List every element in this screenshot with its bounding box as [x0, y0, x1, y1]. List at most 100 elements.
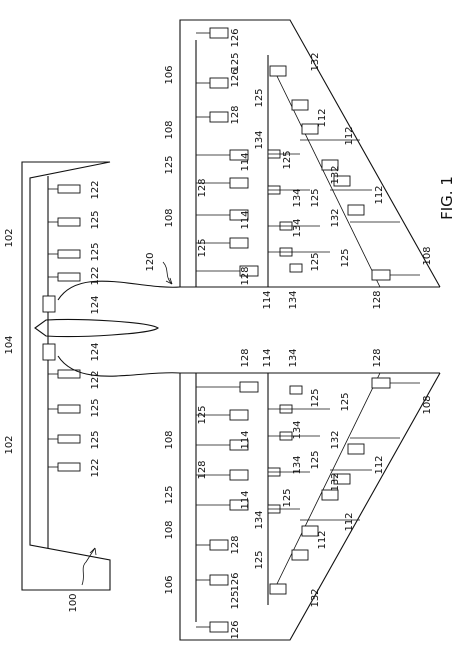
label-134-l3: 134: [292, 455, 303, 474]
actuator-box-132: [269, 583, 287, 595]
label-134-u1: 134: [288, 290, 299, 309]
fuselage-lower-curve: [57, 355, 440, 377]
tail-box: [57, 272, 81, 282]
label-125-l5: 125: [254, 550, 265, 569]
label-108-u1: 108: [164, 120, 175, 139]
label-128-u3: 128: [240, 266, 251, 285]
label-114-u1: 114: [240, 152, 251, 171]
tail-section: 102 102 104 122 125 125 122 124 124 122 …: [4, 161, 440, 591]
label-112-u2: 112: [344, 126, 355, 145]
label-108-l2: 108: [164, 430, 175, 449]
label-102-bottom: 102: [4, 435, 15, 454]
label-134-l1: 134: [288, 348, 299, 367]
label-125-u8: 125: [310, 252, 321, 271]
label-125-a: 125: [90, 210, 101, 229]
upper-wing: 106 108 125 108 125 126 125 126 128 128 …: [164, 19, 441, 310]
label-125-l4: 125: [282, 488, 293, 507]
ref-120-arrow: [162, 261, 173, 285]
label-128-l2: 128: [372, 348, 383, 367]
figure-number: 100: [68, 593, 79, 612]
ecu-box: [229, 469, 249, 481]
label-125-c: 125: [90, 398, 101, 417]
label-125-u5: 125: [254, 88, 265, 107]
label-126-u2: 126: [230, 68, 241, 87]
ecu-box: [229, 409, 249, 421]
tail-node-124b: [42, 343, 56, 361]
label-132-l2: 132: [330, 472, 341, 491]
ecu-box-126: [209, 27, 229, 39]
actuator-box: [333, 175, 351, 187]
label-122-b: 122: [90, 266, 101, 285]
label-125-l1: 125: [340, 392, 351, 411]
label-102-top: 102: [4, 228, 15, 247]
label-134-l4: 134: [254, 510, 265, 529]
label-106-u: 106: [164, 65, 175, 84]
label-122-c: 122: [90, 370, 101, 389]
label-132-l1: 132: [330, 430, 341, 449]
label-128-l3: 128: [197, 460, 208, 479]
label-125-d: 125: [90, 430, 101, 449]
label-114-l1: 114: [262, 348, 273, 367]
label-114-l3: 114: [240, 490, 251, 509]
label-125-u1: 125: [164, 155, 175, 174]
label-104: 104: [4, 335, 15, 354]
label-125-u6: 125: [282, 150, 293, 169]
label-126-l2: 126: [230, 620, 241, 639]
label-134-u3: 134: [292, 188, 303, 207]
label-125-l2: 125: [310, 388, 321, 407]
label-128-l1: 128: [240, 348, 251, 367]
label-114-u3: 114: [262, 290, 273, 309]
actuator-box: [347, 204, 365, 216]
ecu-box: [209, 574, 229, 586]
ecu-box-128: [239, 381, 259, 393]
label-128-l4: 128: [230, 535, 241, 554]
label-108-l1: 108: [422, 395, 433, 414]
actuator-box: [321, 489, 339, 501]
ecu-box: [209, 77, 229, 89]
label-128-u2: 128: [197, 178, 208, 197]
label-134-u4: 134: [292, 218, 303, 237]
lower-wing-outline: [179, 372, 441, 641]
label-125-u2: 125: [197, 238, 208, 257]
tail-box: [57, 249, 81, 259]
tail-outline: [21, 161, 111, 591]
label-126-l1: 126: [230, 572, 241, 591]
ref-100-arrow: [81, 547, 96, 586]
label-132-u1: 132: [310, 52, 321, 71]
label-114-u2: 114: [240, 210, 251, 229]
label-125-l8: 125: [230, 590, 241, 609]
label-134-l2: 134: [292, 420, 303, 439]
sensor-box-134: [289, 263, 303, 273]
upper-wing-outline: [179, 19, 441, 288]
label-132-l3: 132: [310, 588, 321, 607]
label-125-u3: 125: [230, 52, 241, 71]
label-122-a: 122: [90, 180, 101, 199]
label-134-u2: 134: [254, 130, 265, 149]
label-108-u3: 108: [422, 246, 433, 265]
figure-title: FIG. 1: [438, 176, 456, 220]
ref-100-arrowhead: [89, 547, 97, 556]
label-132-u3: 132: [330, 208, 341, 227]
label-126-u1: 126: [230, 28, 241, 47]
label-125-l6: 125: [197, 405, 208, 424]
tail-fuselage-top: [34, 318, 159, 338]
ecu-box-128: [371, 269, 391, 281]
label-124-b: 124: [90, 342, 101, 361]
lower-wing: 128 114 134 128 108 125 125 134 125 134 …: [164, 348, 441, 641]
fuselage-upper-curve: [57, 280, 440, 301]
label-128-u1: 128: [230, 105, 241, 124]
actuator-box: [301, 123, 319, 135]
label-112-l1: 112: [374, 455, 385, 474]
actuator-box: [333, 473, 351, 485]
actuator-box-132: [291, 549, 309, 561]
ecu-box: [229, 177, 249, 189]
ecu-box-126: [209, 621, 229, 633]
label-132-u2: 132: [330, 165, 341, 184]
ecu-box-128: [371, 377, 391, 389]
tail-box: [57, 217, 81, 227]
label-125-b: 125: [90, 242, 101, 261]
tail-box: [57, 462, 81, 472]
ecu-box: [209, 111, 229, 123]
actuator-box: [321, 159, 339, 171]
